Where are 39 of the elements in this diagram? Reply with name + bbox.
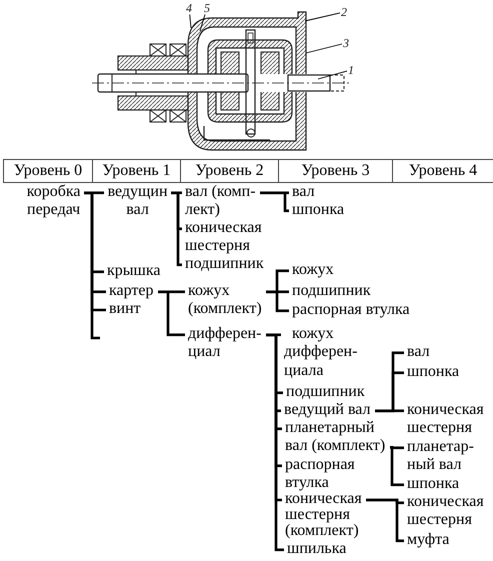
- part-name: планетарный вал (комплект): [282, 418, 390, 456]
- tree-connector: [171, 192, 182, 266]
- part-name: вал: [289, 182, 319, 202]
- column-header: Уровень 2: [180, 160, 278, 182]
- tree-connector: [266, 290, 289, 312]
- part-name: картер: [106, 282, 158, 300]
- column-header: Уровень 3: [278, 160, 392, 182]
- part-name: коробка передач: [23, 182, 84, 220]
- part-name: подшипник: [289, 282, 375, 300]
- part-name: муфта: [404, 530, 454, 550]
- part-name: шпонка: [404, 474, 464, 494]
- tree-connector: [260, 192, 289, 212]
- callout-number: 4: [185, 2, 193, 14]
- part-name: вал (комп- лект): [182, 182, 260, 220]
- tree-connector: [390, 446, 404, 486]
- part-name: шпилька: [284, 540, 351, 558]
- part-name: крышка: [104, 262, 165, 280]
- part-name: шпонка: [404, 362, 464, 382]
- column-header: Уровень 4: [392, 160, 493, 182]
- part-name: дифферен- циал: [185, 324, 266, 362]
- tree-connector: [266, 334, 284, 552]
- column-header: Уровень 0: [4, 160, 92, 182]
- tree-connector: [158, 290, 185, 336]
- column-header: Уровень 1: [92, 160, 180, 182]
- tree-connector: [84, 192, 100, 340]
- part-name: подшипник: [182, 254, 268, 274]
- part-name: шпонка: [289, 200, 349, 220]
- part-name: вал: [404, 342, 434, 362]
- part-name: кожух (комплект): [185, 282, 266, 319]
- part-name: винт: [106, 301, 145, 317]
- part-name: распорная втулка: [289, 300, 414, 320]
- part-name: ведущин вал: [104, 182, 172, 220]
- tree-connector: [366, 498, 404, 542]
- part-name: ведущий вал: [281, 400, 375, 420]
- part-name: коническая шестерня (комплект): [282, 491, 366, 539]
- tree-connector: [375, 410, 404, 412]
- callout-number: 5: [203, 2, 211, 14]
- part-name: подшипник: [283, 382, 369, 402]
- part-name: кожух: [289, 260, 338, 280]
